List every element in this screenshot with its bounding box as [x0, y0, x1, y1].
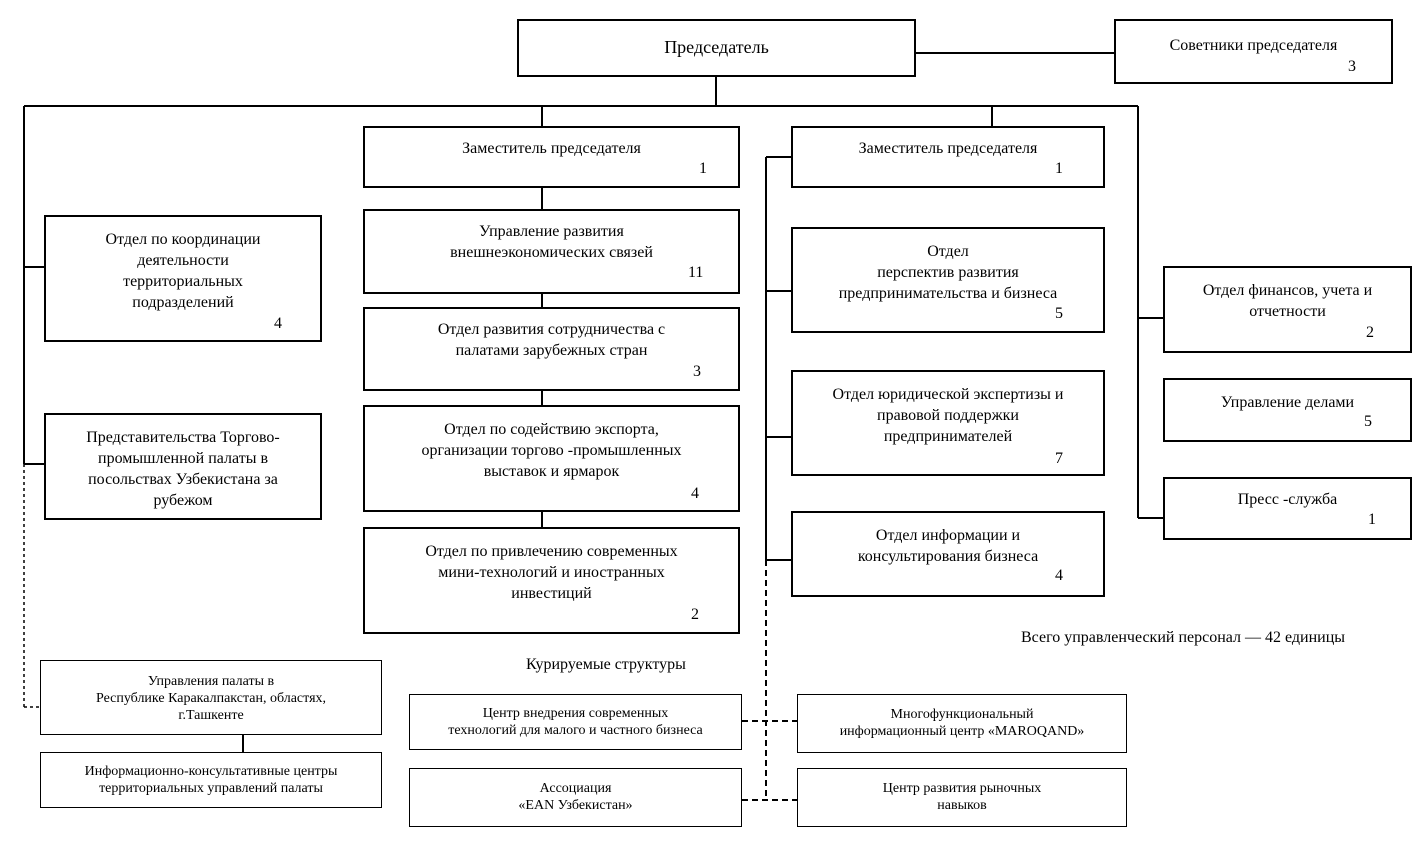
- info-consulting-centers-title: Информационно-консультативные центры тер…: [84, 764, 338, 796]
- export-promotion-dept-count: 4: [691, 485, 699, 502]
- entrepreneurship-perspectives-dept-count: 5: [1055, 305, 1063, 322]
- investment-dept-title: Отдел по привлечению современных мини-те…: [425, 543, 678, 602]
- coordination-dept-count: 4: [274, 315, 282, 332]
- advisors-title: Советники председателя: [1169, 37, 1338, 54]
- foreign-cooperation-dept-title: Отдел развития сотрудничества с палатами…: [437, 321, 666, 359]
- coordination-dept-box: Отдел по координации деятельности террит…: [44, 215, 322, 342]
- affairs-management-count: 5: [1364, 413, 1372, 430]
- representations-abroad-title: Представительства Торгово- промышленной …: [86, 429, 280, 509]
- ean-association-title: Ассоциация «EAN Узбекистан»: [518, 781, 633, 813]
- coordination-dept-title: Отдел по координации деятельности террит…: [105, 231, 261, 311]
- advisors-box: Советники председателя 3: [1114, 19, 1393, 84]
- deputy-chairman-2-title: Заместитель председателя: [858, 140, 1038, 157]
- press-service-count: 1: [1368, 511, 1376, 528]
- legal-expertise-dept-box: Отдел юридической экспертизы и правовой …: [791, 370, 1105, 476]
- foreign-economic-relations-count: 11: [688, 264, 704, 281]
- affairs-management-box: Управление делами 5: [1163, 378, 1412, 442]
- finance-accounting-dept-title: Отдел финансов, учета и отчетности: [1202, 282, 1373, 320]
- maroqand-center-box: Многофункциональный информационный центр…: [797, 694, 1127, 753]
- supervised-structures-label: Курируемые структуры: [526, 656, 686, 673]
- legal-expertise-dept-count: 7: [1055, 450, 1063, 467]
- deputy-chairman-1-box: Заместитель председателя 1: [363, 126, 740, 188]
- chairman-title: Председатель: [664, 37, 769, 57]
- finance-accounting-dept-box: Отдел финансов, учета и отчетности 2: [1163, 266, 1412, 353]
- legal-expertise-dept-title: Отдел юридической экспертизы и правовой …: [832, 386, 1064, 445]
- foreign-cooperation-dept-box: Отдел развития сотрудничества с палатами…: [363, 307, 740, 391]
- tech-implementation-center-box: Центр внедрения современных технологий д…: [409, 694, 742, 750]
- business-information-dept-box: Отдел информации и консультирования бизн…: [791, 511, 1105, 597]
- press-service-box: Пресс -служба 1: [1163, 477, 1412, 540]
- total-staff-note: Всего управленческий персонал — 42 едини…: [1021, 629, 1346, 646]
- entrepreneurship-perspectives-dept-title: Отдел перспектив развития предпринимател…: [838, 243, 1058, 302]
- press-service-title: Пресс -служба: [1237, 491, 1338, 508]
- ean-association-box: Ассоциация «EAN Узбекистан»: [409, 768, 742, 827]
- export-promotion-dept-title: Отдел по содействию экспорта, организаци…: [421, 421, 682, 480]
- foreign-economic-relations-title: Управление развития внешнеэкономических …: [450, 223, 653, 261]
- finance-accounting-dept-count: 2: [1366, 324, 1374, 341]
- foreign-economic-relations-box: Управление развития внешнеэкономических …: [363, 209, 740, 294]
- market-skills-center-box: Центр развития рыночных навыков: [797, 768, 1127, 827]
- deputy-chairman-1-title: Заместитель председателя: [462, 140, 641, 157]
- regional-offices-title: Управления палаты в Республике Каракалпа…: [95, 674, 327, 723]
- entrepreneurship-perspectives-dept-box: Отдел перспектив развития предпринимател…: [791, 227, 1105, 333]
- deputy-chairman-1-count: 1: [699, 160, 707, 177]
- tech-implementation-center-title: Центр внедрения современных технологий д…: [448, 706, 703, 738]
- investment-dept-box: Отдел по привлечению современных мини-те…: [363, 527, 740, 634]
- chairman-box: Председатель: [517, 19, 916, 77]
- export-promotion-dept-box: Отдел по содействию экспорта, организаци…: [363, 405, 740, 512]
- investment-dept-count: 2: [691, 606, 699, 623]
- business-information-dept-count: 4: [1055, 567, 1063, 584]
- info-consulting-centers-box: Информационно-консультативные центры тер…: [40, 752, 382, 808]
- maroqand-center-title: Многофункциональный информационный центр…: [839, 707, 1085, 739]
- business-information-dept-title: Отдел информации и консультирования бизн…: [857, 527, 1039, 565]
- affairs-management-title: Управление делами: [1220, 394, 1355, 411]
- representations-abroad-box: Представительства Торгово- промышленной …: [44, 413, 322, 520]
- regional-offices-box: Управления палаты в Республике Каракалпа…: [40, 660, 382, 735]
- market-skills-center-title: Центр развития рыночных навыков: [882, 781, 1042, 813]
- foreign-cooperation-dept-count: 3: [693, 363, 701, 380]
- deputy-chairman-2-box: Заместитель председателя 1: [791, 126, 1105, 188]
- advisors-count: 3: [1348, 58, 1356, 75]
- deputy-chairman-2-count: 1: [1055, 160, 1063, 177]
